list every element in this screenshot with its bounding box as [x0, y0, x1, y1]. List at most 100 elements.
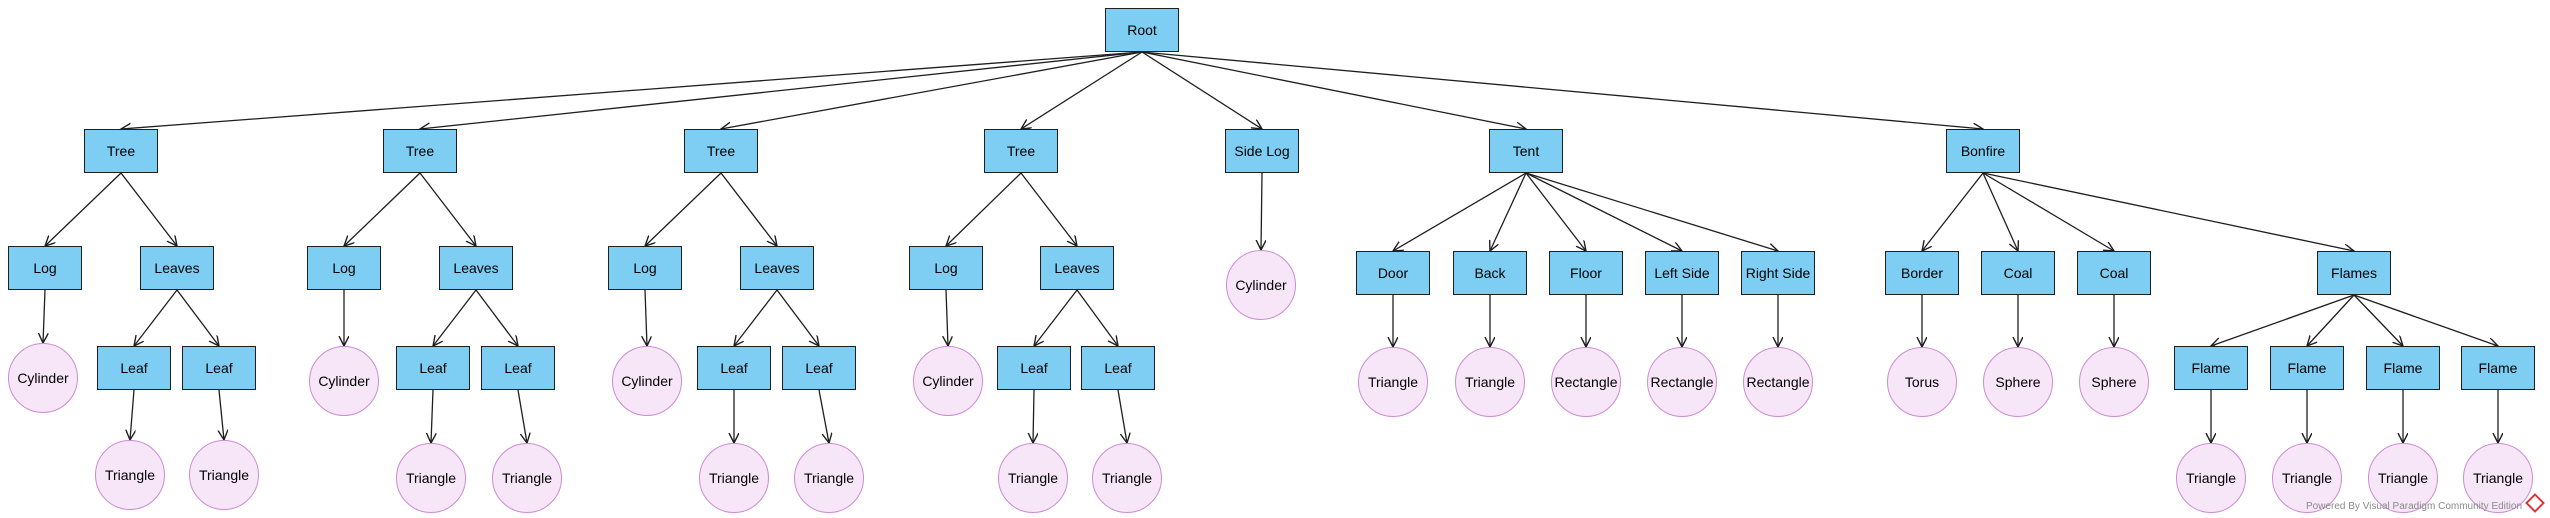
node-right-rect[interactable]: Rectangle — [1743, 347, 1813, 417]
node-floor-rect[interactable]: Rectangle — [1551, 347, 1621, 417]
node-t2-tri2[interactable]: Triangle — [492, 443, 562, 513]
node-t3-tri2[interactable]: Triangle — [794, 443, 864, 513]
node-label: Triangle — [2281, 470, 2333, 486]
edge-tree3-to-t3-leaves — [720, 172, 777, 246]
node-t1-leaf1[interactable]: Leaf — [97, 346, 171, 390]
node-label: Border — [1900, 265, 1944, 281]
node-label: Triangle — [2472, 470, 2524, 486]
node-t1-leaves[interactable]: Leaves — [140, 246, 214, 290]
node-coal2-sph[interactable]: Sphere — [2079, 347, 2149, 417]
node-t2-tri1[interactable]: Triangle — [396, 443, 466, 513]
node-coal2[interactable]: Coal — [2077, 251, 2151, 295]
node-coal1[interactable]: Coal — [1981, 251, 2055, 295]
node-t1-tri1[interactable]: Triangle — [95, 440, 165, 510]
node-flames[interactable]: Flames — [2317, 251, 2391, 295]
node-t4-leaf1[interactable]: Leaf — [997, 346, 1071, 390]
edge-t2-leaf1-to-t2-tri1 — [431, 389, 433, 443]
node-root[interactable]: Root — [1105, 8, 1179, 52]
node-t3-tri1[interactable]: Triangle — [699, 443, 769, 513]
edge-root-to-tree3 — [721, 51, 1143, 129]
node-t3-leaf1[interactable]: Leaf — [697, 346, 771, 390]
node-label: Cylinder — [922, 373, 974, 389]
node-flame4[interactable]: Flame — [2461, 346, 2535, 390]
node-tree4[interactable]: Tree — [984, 129, 1058, 173]
node-t2-cyl[interactable]: Cylinder — [309, 346, 379, 416]
node-label: Leaves — [154, 260, 200, 276]
node-t2-leaf1[interactable]: Leaf — [396, 346, 470, 390]
node-flame2[interactable]: Flame — [2270, 346, 2344, 390]
node-t1-leaf2[interactable]: Leaf — [182, 346, 256, 390]
node-label: Triangle — [2377, 470, 2429, 486]
node-tree2[interactable]: Tree — [383, 129, 457, 173]
node-t3-cyl[interactable]: Cylinder — [612, 346, 682, 416]
edge-flames-to-flame2 — [2307, 294, 2355, 346]
node-t2-leaves[interactable]: Leaves — [439, 246, 513, 290]
node-t2-leaf2[interactable]: Leaf — [481, 346, 555, 390]
edge-tent-to-back — [1490, 172, 1527, 251]
node-sl-cyl[interactable]: Cylinder — [1226, 250, 1296, 320]
node-flame2-tri[interactable]: Triangle — [2272, 443, 2342, 513]
node-label: Coal — [2099, 265, 2129, 281]
node-label: Floor — [1570, 265, 1602, 281]
node-label: Rectangle — [1746, 374, 1810, 390]
node-back-tri[interactable]: Triangle — [1455, 347, 1525, 417]
node-flame3[interactable]: Flame — [2366, 346, 2440, 390]
edge-root-to-tree1 — [121, 51, 1143, 129]
node-flame4-tri[interactable]: Triangle — [2463, 443, 2533, 513]
node-tree3[interactable]: Tree — [684, 129, 758, 173]
node-floor[interactable]: Floor — [1549, 251, 1623, 295]
node-label: Flame — [2287, 360, 2327, 376]
node-t4-tri2[interactable]: Triangle — [1092, 443, 1162, 513]
node-t1-cyl[interactable]: Cylinder — [8, 343, 78, 413]
node-t3-leaf2[interactable]: Leaf — [782, 346, 856, 390]
edge-tree3-to-t3-log — [645, 172, 722, 246]
node-sidelog[interactable]: Side Log — [1225, 129, 1299, 173]
edge-t3-leaves-to-t3-leaf1 — [734, 289, 778, 346]
node-border[interactable]: Border — [1885, 251, 1959, 295]
node-label: Door — [1377, 265, 1409, 281]
node-bonfire[interactable]: Bonfire — [1946, 129, 2020, 173]
node-leftside[interactable]: Left Side — [1645, 251, 1719, 295]
edge-t4-log-to-t4-cyl — [946, 289, 948, 346]
node-t2-log[interactable]: Log — [307, 246, 381, 290]
node-t3-log[interactable]: Log — [608, 246, 682, 290]
node-left-rect[interactable]: Rectangle — [1647, 347, 1717, 417]
node-t4-leaf2[interactable]: Leaf — [1081, 346, 1155, 390]
node-t4-log[interactable]: Log — [909, 246, 983, 290]
node-t1-tri2[interactable]: Triangle — [189, 440, 259, 510]
node-border-torus[interactable]: Torus — [1887, 347, 1957, 417]
node-back[interactable]: Back — [1453, 251, 1527, 295]
edge-tent-to-leftside — [1525, 172, 1682, 251]
watermark: Powered By Visual Paradigm Community Edi… — [2306, 493, 2545, 513]
edge-root-to-sidelog — [1141, 51, 1262, 129]
node-label: Flame — [2478, 360, 2518, 376]
node-t4-leaves[interactable]: Leaves — [1040, 246, 1114, 290]
node-label: Triangle — [405, 470, 457, 486]
node-label: Leaves — [453, 260, 499, 276]
edge-tree1-to-t1-leaves — [120, 172, 177, 246]
node-flame1-tri[interactable]: Triangle — [2176, 443, 2246, 513]
edge-bonfire-to-coal2 — [1982, 172, 2114, 251]
node-label: Leaf — [205, 360, 233, 376]
node-door-tri[interactable]: Triangle — [1358, 347, 1428, 417]
edge-flames-to-flame4 — [2353, 294, 2498, 346]
node-label: Cylinder — [621, 373, 673, 389]
node-tree1[interactable]: Tree — [84, 129, 158, 173]
edge-t1-leaves-to-t1-leaf2 — [176, 289, 219, 346]
visual-paradigm-logo-icon — [2525, 493, 2545, 513]
node-label: Left Side — [1654, 265, 1710, 281]
node-flame3-tri[interactable]: Triangle — [2368, 443, 2438, 513]
node-label: Tree — [405, 143, 435, 159]
node-t4-tri1[interactable]: Triangle — [998, 443, 1068, 513]
edge-flames-to-flame3 — [2353, 294, 2403, 346]
node-tent[interactable]: Tent — [1489, 129, 1563, 173]
node-flame1[interactable]: Flame — [2174, 346, 2248, 390]
node-t4-cyl[interactable]: Cylinder — [913, 346, 983, 416]
node-t3-leaves[interactable]: Leaves — [740, 246, 814, 290]
node-rightside[interactable]: Right Side — [1741, 251, 1815, 295]
node-coal1-sph[interactable]: Sphere — [1983, 347, 2053, 417]
node-label: Triangle — [198, 467, 250, 483]
node-door[interactable]: Door — [1356, 251, 1430, 295]
node-t1-log[interactable]: Log — [8, 246, 82, 290]
node-label: Sphere — [1995, 374, 2041, 390]
